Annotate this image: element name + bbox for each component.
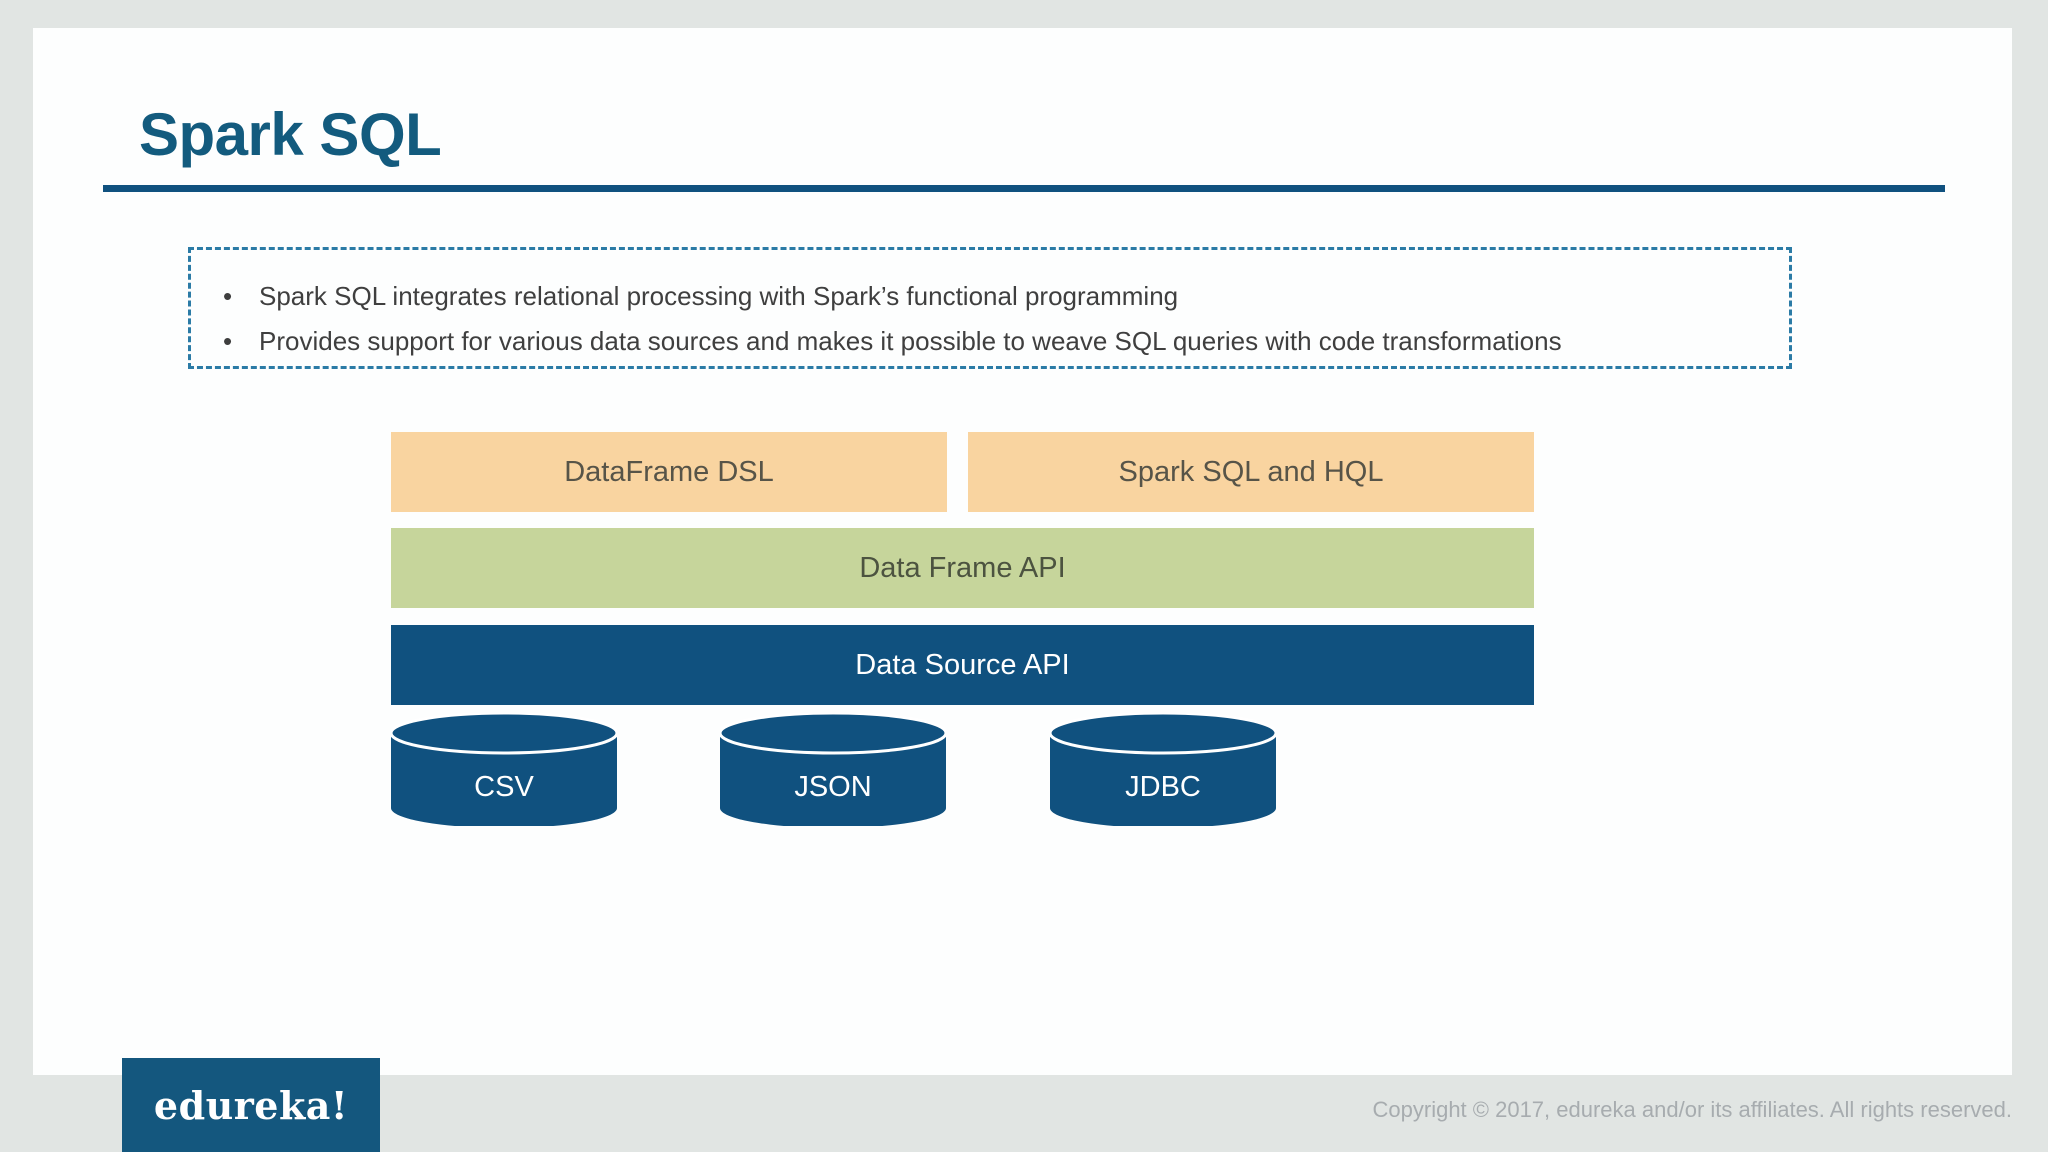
- bullet-callout-box: • Spark SQL integrates relational proces…: [188, 247, 1792, 369]
- data-source-cylinder-jdbc: JDBC: [1050, 713, 1276, 826]
- database-cylinder-icon: [391, 713, 617, 826]
- diagram-layer-dataframe-dsl: DataFrame DSL: [391, 432, 947, 512]
- bullet-text: Provides support for various data source…: [259, 326, 1562, 356]
- data-source-cylinder-csv: CSV: [391, 713, 617, 826]
- database-cylinder-icon: [1050, 713, 1276, 826]
- spark-sql-architecture-diagram: DataFrame DSL Spark SQL and HQL Data Fra…: [391, 432, 1553, 832]
- list-item: • Spark SQL integrates relational proces…: [213, 280, 1178, 313]
- bullet-marker-icon: •: [223, 281, 233, 311]
- database-cylinder-icon: [720, 713, 946, 826]
- edureka-logo: edureka!: [122, 1058, 380, 1152]
- bullet-text: Spark SQL integrates relational processi…: [259, 281, 1179, 311]
- diagram-layer-spark-sql-and-hql: Spark SQL and HQL: [968, 432, 1534, 512]
- page-title: Spark SQL: [139, 101, 442, 168]
- diagram-layer-data-frame-api: Data Frame API: [391, 528, 1534, 608]
- data-source-cylinder-json: JSON: [720, 713, 946, 826]
- bullet-marker-icon: •: [223, 326, 233, 356]
- edureka-logo-text: edureka!: [153, 1082, 349, 1128]
- copyright-text: Copyright © 2017, edureka and/or its aff…: [1372, 1097, 2012, 1122]
- list-item: • Provides support for various data sour…: [213, 325, 1562, 358]
- title-divider: [103, 185, 1945, 192]
- slide-surface: Spark SQL • Spark SQL integrates relatio…: [33, 28, 2012, 1075]
- diagram-layer-data-source-api: Data Source API: [391, 625, 1534, 705]
